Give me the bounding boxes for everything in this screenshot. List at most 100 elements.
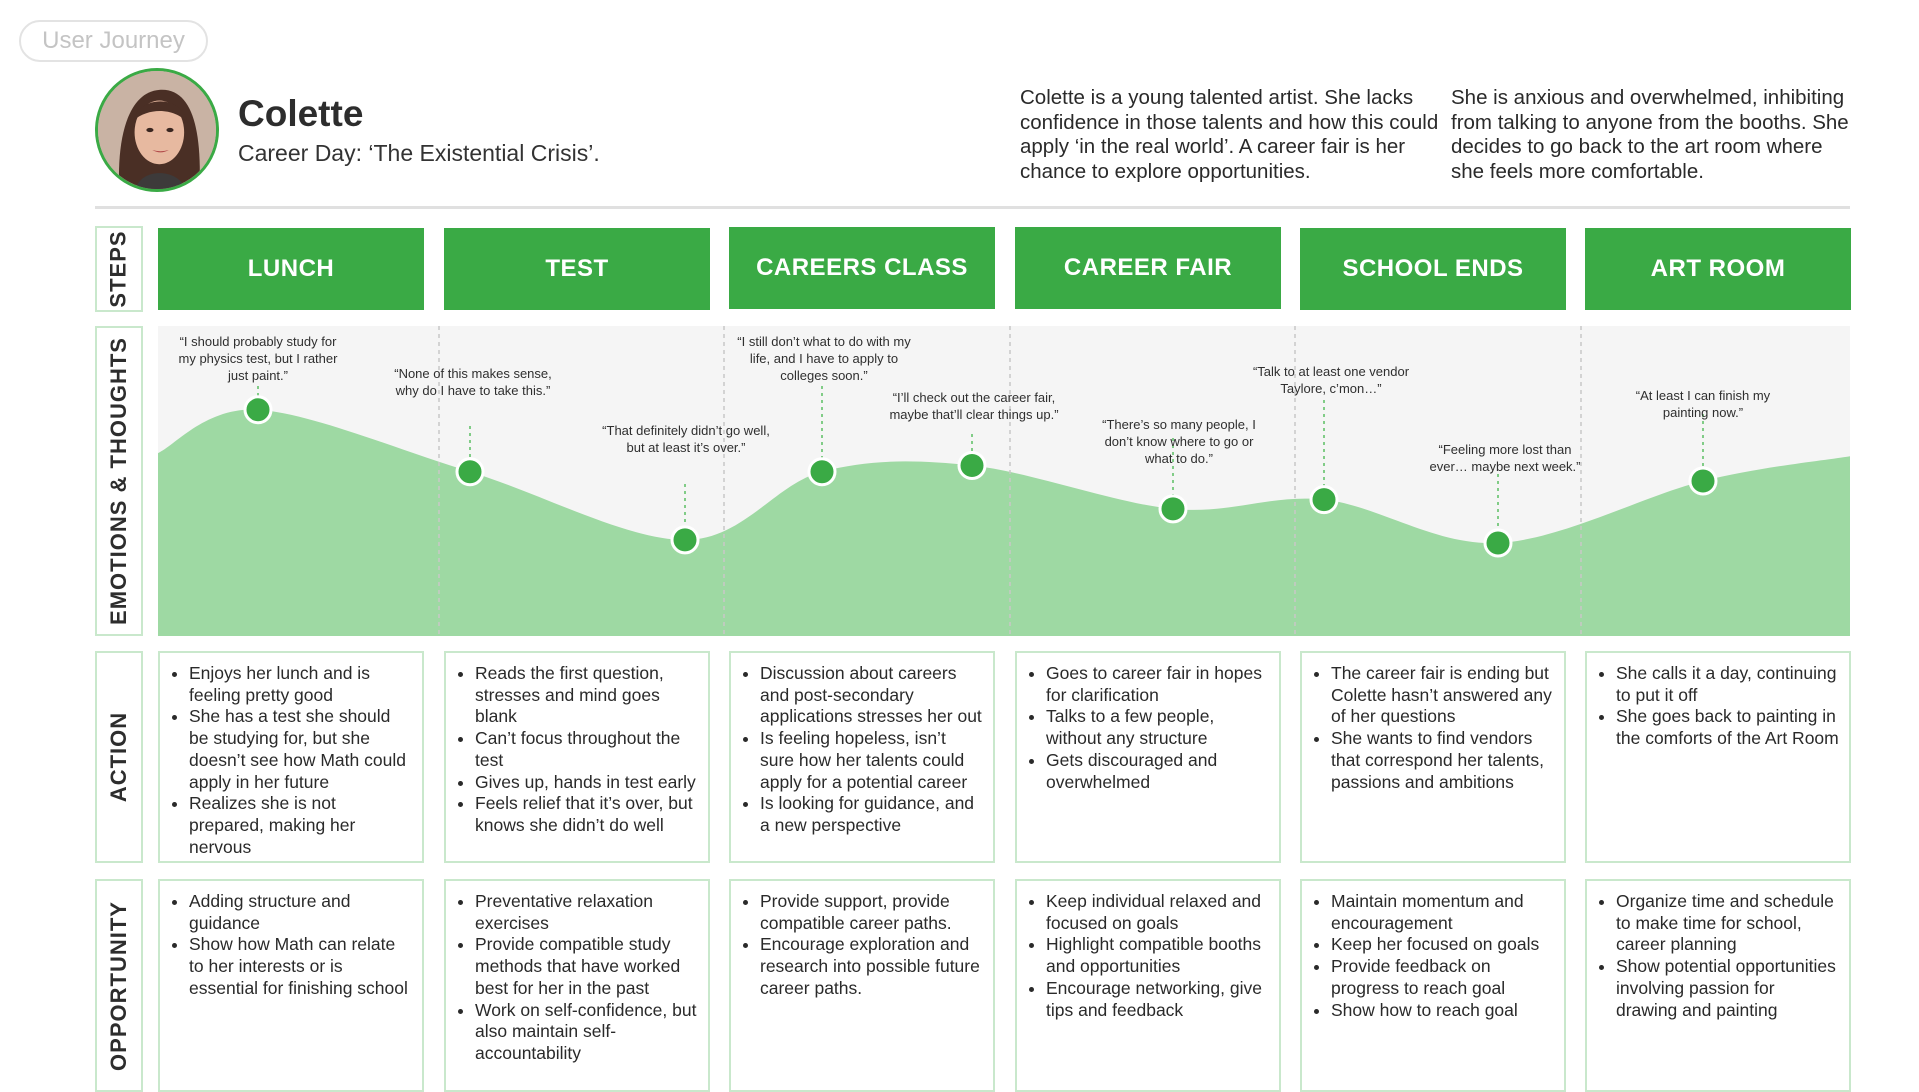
action-card: The career fair is ending but Colette ha… (1300, 651, 1566, 863)
opportunity-list: Keep individual relaxed and focused on g… (1027, 891, 1269, 1021)
action-item: The career fair is ending but Colette ha… (1331, 663, 1554, 728)
opportunity-item: Provide compatible study methods that ha… (475, 934, 698, 999)
opportunity-item: Show how Math can relate to her interest… (189, 934, 412, 999)
opportunity-item: Organize time and schedule to make time … (1616, 891, 1839, 956)
opportunity-item: Show how to reach goal (1331, 1000, 1554, 1022)
emotion-marker (1309, 485, 1339, 515)
step-career-fair: CAREER FAIR (1015, 227, 1281, 309)
action-item: Discussion about careers and post-second… (760, 663, 983, 728)
emotion-marker (957, 451, 987, 480)
action-item: Realizes she is not prepared, making her… (189, 793, 412, 858)
emotion-area (158, 409, 1850, 636)
opportunity-card: Keep individual relaxed and focused on g… (1015, 879, 1281, 1092)
row-label-action: ACTION (95, 651, 143, 863)
opportunity-list: Maintain momentum and encouragementKeep … (1312, 891, 1554, 1021)
emotion-quote: “Talk to at least one vendor Taylore, c’… (1252, 364, 1410, 396)
action-list: Reads the first question, stresses and m… (456, 663, 698, 837)
action-item: Enjoys her lunch and is feeling pretty g… (189, 663, 412, 706)
row-label-action-text: ACTION (106, 711, 132, 803)
row-label-opportunity: OPPORTUNITY (95, 879, 143, 1092)
step-lunch: LUNCH (158, 228, 424, 310)
step-test: TEST (444, 228, 710, 310)
action-list: The career fair is ending but Colette ha… (1312, 663, 1554, 793)
action-item: Gets discouraged and overwhelmed (1046, 750, 1269, 793)
emotion-quote: “Feeling more lost than ever… maybe next… (1429, 442, 1581, 474)
action-item: She calls it a day, continuing to put it… (1616, 663, 1839, 706)
action-item: Gives up, hands in test early (475, 772, 698, 794)
action-item: Goes to career fair in hopes for clarifi… (1046, 663, 1269, 706)
emotion-marker (1158, 494, 1188, 524)
opportunity-item: Keep individual relaxed and focused on g… (1046, 891, 1269, 934)
step-art-room: ART ROOM (1585, 228, 1851, 310)
action-card: Discussion about careers and post-second… (729, 651, 995, 863)
action-card: Enjoys her lunch and is feeling pretty g… (158, 651, 424, 863)
action-list: Discussion about careers and post-second… (741, 663, 983, 837)
emotion-quote: “I still don’t what to do with my life, … (737, 334, 911, 383)
header-divider (95, 206, 1850, 209)
emotion-marker (243, 395, 273, 425)
action-item: Can’t focus throughout the test (475, 728, 698, 771)
opportunity-card: Maintain momentum and encouragementKeep … (1300, 879, 1566, 1092)
action-list: Enjoys her lunch and is feeling pretty g… (170, 663, 412, 858)
emotion-marker (1483, 528, 1513, 558)
persona-intro-2: She is anxious and overwhelmed, inhibiti… (1451, 86, 1849, 183)
opportunity-card: Organize time and schedule to make time … (1585, 879, 1851, 1092)
opportunity-item: Encourage exploration and research into … (760, 934, 983, 999)
opportunity-item: Keep her focused on goals (1331, 934, 1554, 956)
action-item: Is feeling hopeless, isn’t sure how her … (760, 728, 983, 793)
opportunity-list: Organize time and schedule to make time … (1597, 891, 1839, 1021)
opportunity-item: Provide feedback on progress to reach go… (1331, 956, 1554, 999)
row-label-steps-text: STEPS (106, 230, 132, 308)
action-card: Goes to career fair in hopes for clarifi… (1015, 651, 1281, 863)
action-item: Reads the first question, stresses and m… (475, 663, 698, 728)
opportunity-item: Adding structure and guidance (189, 891, 412, 934)
step-school-ends: SCHOOL ENDS (1300, 228, 1566, 310)
action-item: Feels relief that it’s over, but knows s… (475, 793, 698, 836)
emotion-quote: “At least I can finish my painting now.” (1635, 388, 1771, 420)
opportunity-card: Provide support, provide compatible care… (729, 879, 995, 1092)
opportunity-list: Preventative relaxation exercisesProvide… (456, 891, 698, 1065)
action-card: Reads the first question, stresses and m… (444, 651, 710, 863)
opportunity-item: Preventative relaxation exercises (475, 891, 698, 934)
emotion-marker (1688, 466, 1718, 496)
action-card: She calls it a day, continuing to put it… (1585, 651, 1851, 863)
opportunity-item: Encourage networking, give tips and feed… (1046, 978, 1269, 1021)
opportunity-card: Adding structure and guidanceShow how Ma… (158, 879, 424, 1092)
emotion-marker (455, 457, 485, 487)
emotion-quote: “There’s so many people, I don’t know wh… (1102, 417, 1256, 466)
row-label-emotions: EMOTIONS & THOUGHTS (95, 326, 143, 636)
persona-subtitle: Career Day: ‘The Existential Crisis’. (238, 140, 600, 166)
opportunity-item: Maintain momentum and encouragement (1331, 891, 1554, 934)
user-journey-tag: User Journey (19, 20, 208, 62)
persona-photo-image (98, 71, 216, 189)
emotions-chart (158, 326, 1850, 636)
emotion-marker (807, 457, 837, 487)
persona-intro-1: Colette is a young talented artist. She … (1020, 86, 1439, 183)
step-careers-class: CAREERS CLASS (729, 227, 995, 309)
action-item: She has a test she should be studying fo… (189, 706, 412, 793)
row-label-emotions-text: EMOTIONS & THOUGHTS (106, 337, 132, 625)
emotion-marker (670, 525, 700, 555)
emotion-quote: “I should probably study for my physics … (178, 334, 338, 383)
opportunity-list: Provide support, provide compatible care… (741, 891, 983, 1000)
opportunity-item: Show potential opportunities involving p… (1616, 956, 1839, 1021)
emotion-quote: “I’ll check out the career fair, maybe t… (889, 390, 1059, 422)
action-item: Talks to a few people, without any struc… (1046, 706, 1269, 749)
persona-name: Colette (238, 93, 364, 134)
row-label-steps: STEPS (95, 226, 143, 312)
action-item: Is looking for guidance, and a new persp… (760, 793, 983, 836)
opportunity-card: Preventative relaxation exercisesProvide… (444, 879, 710, 1092)
action-item: She goes back to painting in the comfort… (1616, 706, 1839, 749)
emotion-curve-svg (158, 326, 1850, 636)
opportunity-list: Adding structure and guidanceShow how Ma… (170, 891, 412, 1000)
action-list: She calls it a day, continuing to put it… (1597, 663, 1839, 750)
action-list: Goes to career fair in hopes for clarifi… (1027, 663, 1269, 793)
opportunity-item: Provide support, provide compatible care… (760, 891, 983, 934)
persona-avatar (95, 68, 219, 192)
opportunity-item: Highlight compatible booths and opportun… (1046, 934, 1269, 977)
emotion-quote: “That definitely didn’t go well, but at … (602, 423, 770, 455)
emotion-quote: “None of this makes sense, why do I have… (394, 366, 552, 398)
opportunity-item: Work on self-confidence, but also mainta… (475, 1000, 698, 1065)
action-item: She wants to find vendors that correspon… (1331, 728, 1554, 793)
row-label-opportunity-text: OPPORTUNITY (106, 900, 131, 1071)
